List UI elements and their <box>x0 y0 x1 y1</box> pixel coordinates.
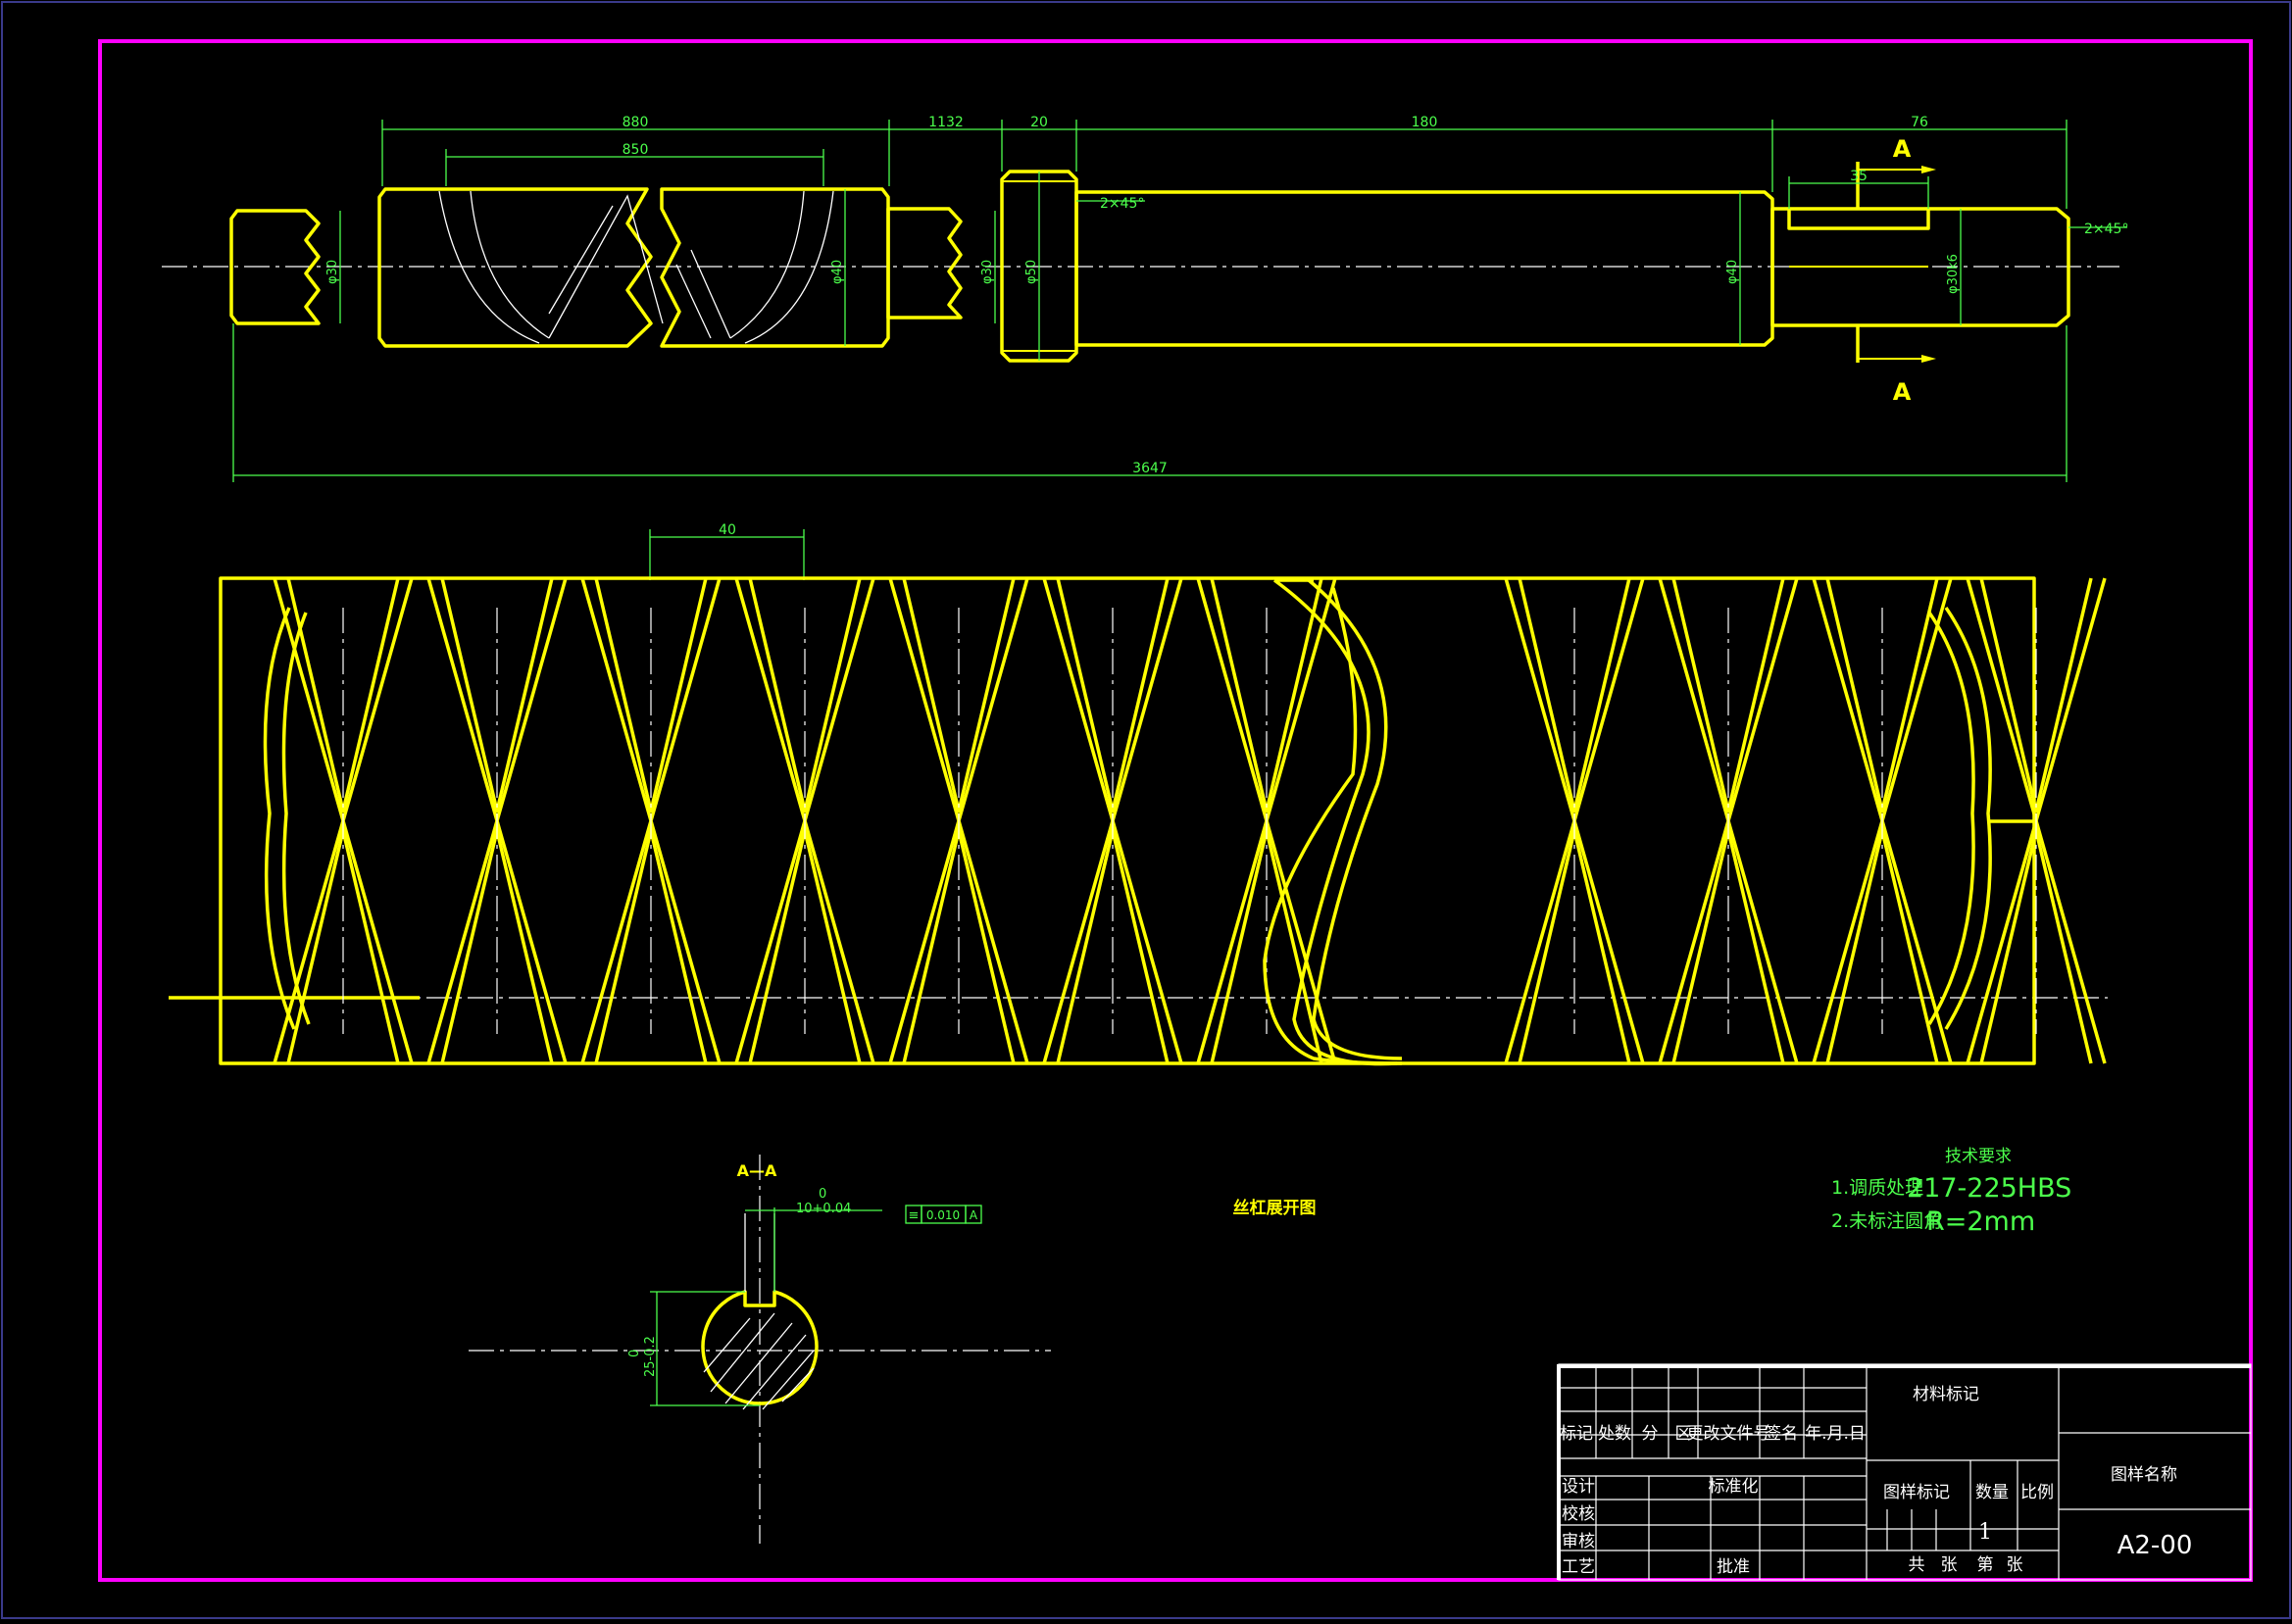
dim-850: 850 <box>623 142 649 158</box>
dim-dia30k6: φ30k6 <box>1946 254 1961 294</box>
key-width: 10+0.04 <box>796 1202 851 1216</box>
technical-requirements: 技术要求 1.调质处理 217-225HBS 2.未标注圆角 R=2mm <box>1831 1147 2071 1237</box>
tech-req-1-value: 217-225HBS <box>1907 1173 2071 1204</box>
tb-drawing-name: 图样名称 <box>2111 1465 2177 1485</box>
tb-standard: 标准化 <box>1709 1477 1759 1497</box>
symmetry-datum: A <box>970 1208 978 1222</box>
section-marker-bottom: A <box>1893 378 1912 406</box>
screw-unfold-view: 40 <box>169 522 2108 1066</box>
shaft-front-view: A A <box>162 135 2119 406</box>
tech-req-2-label: 2.未标注圆角 <box>1831 1210 1942 1232</box>
right-end-curve <box>1944 607 1992 1030</box>
section-title: A—A <box>737 1161 777 1180</box>
title-block: 标记 处数 分 区 更改文件号 签名 年.月.日 设计 标准化 校核 审核 工艺… <box>1557 1363 2252 1581</box>
tb-sheet-unit: 张 <box>2007 1555 2023 1575</box>
tb-check: 校核 <box>1562 1504 1595 1524</box>
tech-req-title: 技术要求 <box>1945 1147 2012 1166</box>
unfold-pattern <box>219 576 2107 1065</box>
tb-drawing-no: A2-00 <box>2118 1531 2193 1560</box>
tb-qty-value: 1 <box>1978 1520 1992 1545</box>
chamfer-right: 2×45° <box>2084 221 2128 237</box>
unfold-outline <box>219 576 2036 1065</box>
dim-180: 180 <box>1412 115 1438 130</box>
tb-mark: 标记 <box>1560 1424 1593 1444</box>
tb-scale: 比例 <box>2020 1483 2054 1502</box>
depth-tol-top: 0 <box>627 1350 642 1357</box>
tb-date: 年.月.日 <box>1805 1424 1866 1444</box>
tb-change-doc: 更改文件号 <box>1687 1424 1770 1444</box>
tb-material: 材料标记 <box>1913 1385 1979 1404</box>
symmetry-symbol: ≡ <box>909 1208 920 1223</box>
dim-35: 35 <box>1850 169 1868 184</box>
dim-pitch-40: 40 <box>719 522 736 538</box>
dim-total-length: 3647 <box>1132 461 1168 476</box>
dim-dia30-mid: φ30 <box>980 260 995 284</box>
dim-880: 880 <box>623 115 649 130</box>
tb-total-sheets: 共 <box>1909 1555 1925 1575</box>
tb-approve: 批准 <box>1717 1557 1750 1577</box>
dim-1132: 1132 <box>928 115 964 130</box>
dim-dia40-body: φ40 <box>830 260 845 284</box>
dim-dia50-collar: φ50 <box>1024 260 1039 284</box>
dim-76: 76 <box>1911 115 1928 130</box>
tb-review: 审核 <box>1562 1532 1595 1551</box>
drawing-border <box>98 39 2253 1582</box>
tb-count: 处数 <box>1598 1424 1631 1444</box>
tb-design: 设计 <box>1562 1477 1595 1497</box>
right-end-curve-inner <box>1927 612 1975 1025</box>
dim-dia30-left: φ30 <box>325 260 340 284</box>
tb-zone-b: 区 <box>1675 1424 1692 1444</box>
tb-sign: 签名 <box>1765 1424 1798 1444</box>
left-end-curve <box>263 607 296 1030</box>
tb-qty: 数量 <box>1975 1483 2009 1502</box>
left-end-curve-inner <box>281 612 311 1025</box>
section-marker-top: A <box>1893 135 1912 163</box>
symmetry-tolerance: 0.010 <box>926 1208 960 1222</box>
depth-value: 25-0.2 <box>643 1336 658 1377</box>
tech-req-2-value: R=2mm <box>1926 1206 2035 1237</box>
dim-dia40-shaft: φ40 <box>1725 260 1740 284</box>
chamfer-left: 2×45° <box>1100 196 1144 212</box>
top-dimensions: 880 850 1132 20 180 76 35 3647 2×45° 2×4… <box>232 115 2128 482</box>
tb-process: 工艺 <box>1562 1557 1595 1577</box>
tb-stage-mark: 图样标记 <box>1883 1483 1950 1502</box>
key-tol-top: 0 <box>819 1187 826 1202</box>
dim-20: 20 <box>1030 115 1048 130</box>
unfold-view-label: 丝杠展开图 <box>1233 1198 1317 1218</box>
tb-zone-a: 分 <box>1642 1424 1659 1444</box>
tb-sheets: 张 <box>1941 1555 1958 1575</box>
tb-sheet-no: 第 <box>1977 1555 1994 1575</box>
section-a-a: A—A 0 10+0.04 ≡ 0.010 A 0 25-0.2 <box>469 1155 1051 1544</box>
tech-req-1-label: 1.调质处理 <box>1831 1177 1923 1199</box>
